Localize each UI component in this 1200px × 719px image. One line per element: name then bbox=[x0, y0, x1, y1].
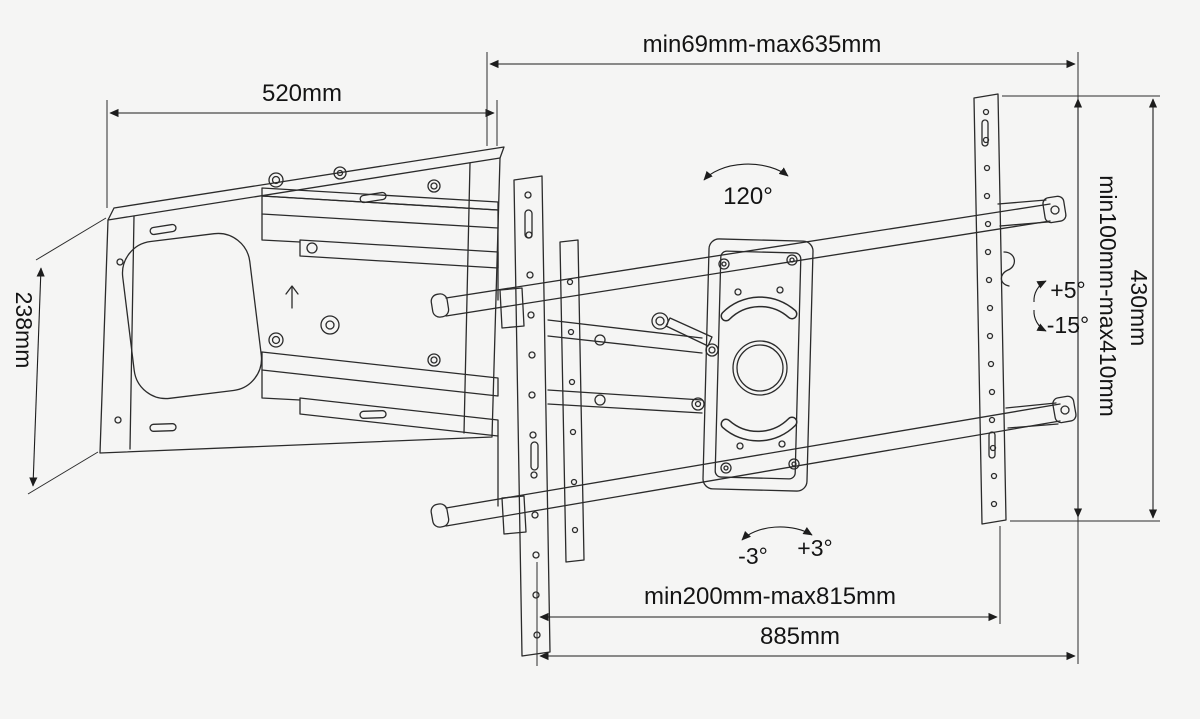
label-level-left: -3° bbox=[738, 543, 768, 569]
arm-tube-brackets bbox=[497, 227, 527, 535]
dim-vertical-adjustment: min100mm-max410mm bbox=[1073, 98, 1121, 518]
label-swivel-angle: 120° bbox=[723, 183, 773, 210]
dim-wall-plate-width: 520mm bbox=[106, 80, 498, 208]
label-extension-depth: min69mm-max635mm bbox=[643, 31, 882, 58]
label-level-right: +3° bbox=[797, 535, 832, 561]
adjustment-lever bbox=[651, 312, 719, 357]
label-rail-height: 430mm bbox=[1126, 270, 1152, 347]
dim-rail-height: 430mm bbox=[1002, 95, 1160, 522]
right-tv-rail bbox=[973, 93, 1059, 525]
support-strip bbox=[559, 239, 585, 563]
top-tube-right-cap bbox=[1042, 195, 1067, 224]
label-rail-span: min200mm-max815mm bbox=[644, 583, 896, 610]
dim-overall-width: 885mm bbox=[539, 623, 1076, 661]
label-tilt-down: -15° bbox=[1047, 312, 1089, 338]
wall-plate bbox=[99, 146, 505, 454]
bottom-tube-left-cap bbox=[430, 503, 450, 528]
dim-rail-span: min200mm-max815mm bbox=[536, 526, 1001, 666]
dim-extension-depth: min69mm-max635mm bbox=[486, 31, 1079, 664]
articulating-arm-bottom bbox=[261, 315, 499, 437]
up-arrow-icon bbox=[285, 285, 299, 309]
articulating-arm-top bbox=[261, 166, 499, 269]
label-overall-width: 885mm bbox=[760, 623, 840, 650]
dim-wall-plate-height: 238mm bbox=[11, 217, 107, 495]
top-tube-left-cap bbox=[430, 293, 450, 318]
label-tilt-up: +5° bbox=[1050, 277, 1085, 303]
dim-level-angles: -3° +3° bbox=[738, 526, 833, 569]
label-wall-plate-height: 238mm bbox=[11, 292, 37, 369]
dim-tilt-angles: +5° -15° bbox=[1033, 277, 1089, 338]
left-tv-rail bbox=[513, 175, 551, 657]
dim-swivel-angle: 120° bbox=[703, 163, 789, 210]
bottom-tube-right-cap bbox=[1052, 395, 1077, 424]
safety-wire bbox=[1000, 251, 1015, 287]
tilt-head-plate bbox=[702, 238, 814, 492]
label-vertical-adjustment: min100mm-max410mm bbox=[1095, 175, 1121, 417]
middle-arms bbox=[547, 319, 705, 414]
top-tube bbox=[430, 195, 1067, 318]
label-wall-plate-width: 520mm bbox=[262, 80, 342, 107]
